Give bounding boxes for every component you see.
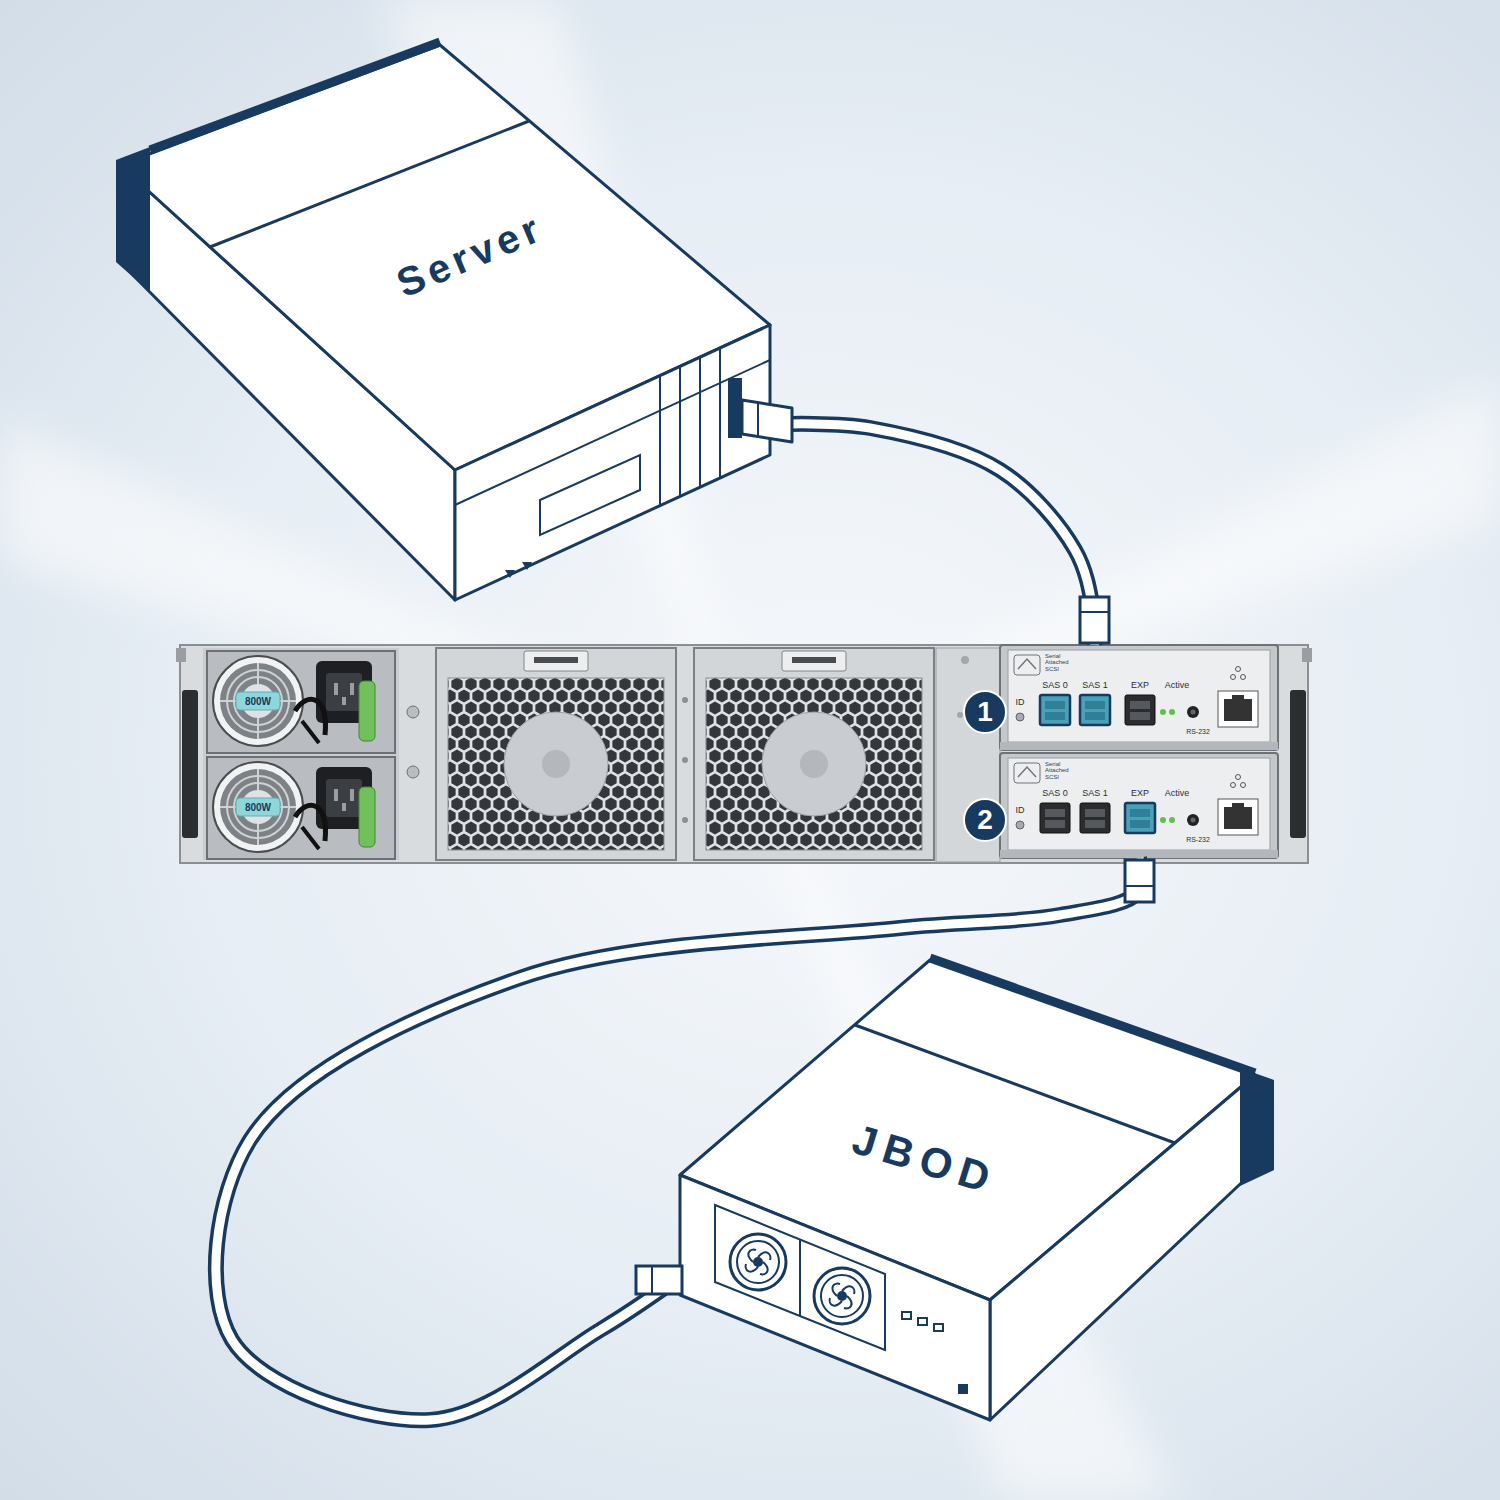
cable-core (216, 858, 1141, 1420)
cable-plug (636, 1266, 682, 1294)
callout-circle (964, 799, 1006, 841)
port-label: EXP (1131, 789, 1149, 799)
jbod-box: JBOD (675, 950, 1275, 1425)
cable-core (780, 424, 1095, 645)
port-label: SAS 0 (1042, 789, 1068, 799)
led-label: Active (1165, 789, 1190, 799)
cable-connector (216, 858, 1141, 1420)
controller-module: Serial Attached SCSI ID SAS 0 SAS 1 EXP Activ… (1000, 753, 1278, 858)
port-label: EXP (1131, 681, 1149, 691)
cable (216, 858, 1141, 1420)
controller-module: Serial Attached SCSI ID SAS 0 SAS 1 EXP Activ… (1000, 645, 1278, 750)
port-label: ID (1016, 698, 1025, 708)
callout-number: 2 (977, 805, 993, 836)
exp-port (1125, 695, 1155, 725)
server-illustration (116, 42, 770, 600)
cable-plug (742, 400, 792, 442)
port-label: ID (1016, 806, 1025, 816)
sas-port (1080, 803, 1110, 833)
power-rating: 800W (245, 802, 271, 813)
storage-enclosure (176, 645, 1312, 863)
port-label: RS-232 (1186, 836, 1210, 844)
port-label: SAS 0 (1042, 681, 1068, 691)
controller-module (1000, 753, 1278, 858)
fan-module (436, 648, 676, 860)
fan-module (694, 648, 934, 860)
sas-port (1040, 695, 1070, 725)
device-title: Server (390, 205, 549, 306)
logo-text: Serial Attached SCSI (1045, 653, 1079, 672)
power-supply (207, 651, 395, 753)
power-supply (207, 757, 395, 859)
sas-port (1080, 695, 1110, 725)
sas-port (1040, 803, 1070, 833)
cable-plug (1125, 860, 1154, 902)
device-title: JBOD (847, 1116, 1003, 1204)
cable (780, 424, 1095, 645)
callout-number: 1 (977, 697, 993, 728)
power-rating: 800W (245, 696, 271, 707)
exp-port (1125, 803, 1155, 833)
cable-plug (1080, 597, 1109, 643)
cable-connector (780, 424, 1095, 645)
controller-module (1000, 645, 1278, 750)
port-label: RS-232 (1186, 728, 1210, 736)
server-box: Server (115, 40, 780, 605)
jbod-illustration (680, 958, 1274, 1420)
led-label: Active (1165, 681, 1190, 691)
port-label: SAS 1 (1082, 789, 1108, 799)
callout-circle (964, 691, 1006, 733)
logo-text: Serial Attached SCSI (1045, 761, 1079, 780)
port-label: SAS 1 (1082, 681, 1108, 691)
